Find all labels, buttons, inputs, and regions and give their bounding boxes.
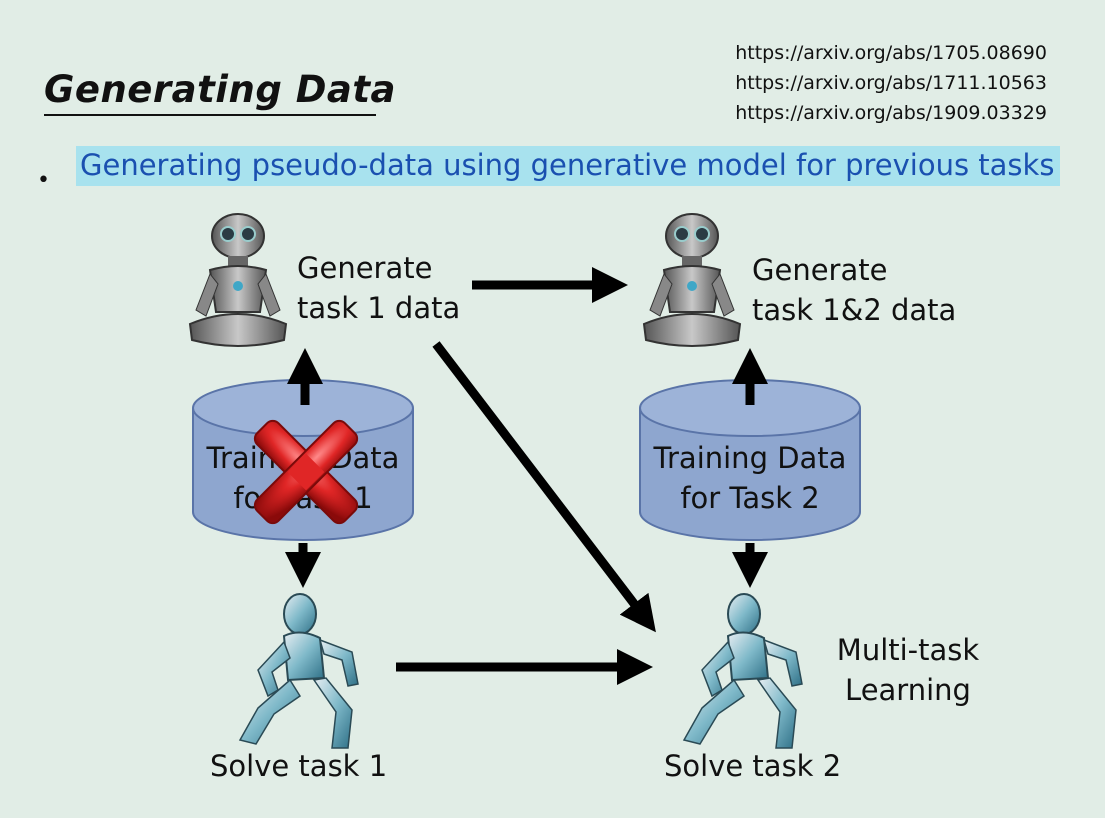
solver2-label: Solve task 2 <box>664 749 842 783</box>
bullet-icon: • <box>37 168 50 193</box>
generator-robot-icon <box>188 213 288 347</box>
generator2-label: Generate task 1&2 data <box>752 253 957 327</box>
solver-robot-icon <box>682 593 803 749</box>
reference-link[interactable]: https://arxiv.org/abs/1909.03329 <box>735 102 1047 124</box>
db1-label: Training Data for Task 1 <box>206 441 400 515</box>
multitask-label: Multi-task Learning <box>836 633 980 707</box>
db2-label: Training Data for Task 2 <box>653 441 847 515</box>
page-title: Generating Data <box>44 68 397 111</box>
title-underline <box>44 114 376 116</box>
bullet-text: Generating pseudo-data using generative … <box>76 146 1061 186</box>
solver1-label: Solve task 1 <box>210 749 388 783</box>
solver-robot-icon <box>238 593 359 749</box>
generator1-label: Generate task 1 data <box>297 251 461 325</box>
reference-link[interactable]: https://arxiv.org/abs/1705.08690 <box>735 42 1047 64</box>
arrow-generator1-to-solver2 <box>432 341 656 633</box>
reference-list: https://arxiv.org/abs/1705.08690 https:/… <box>735 38 1047 128</box>
reference-link[interactable]: https://arxiv.org/abs/1711.10563 <box>735 72 1047 94</box>
training-data-cylinder-task2 <box>639 379 861 541</box>
generator-robot-icon <box>642 213 742 347</box>
